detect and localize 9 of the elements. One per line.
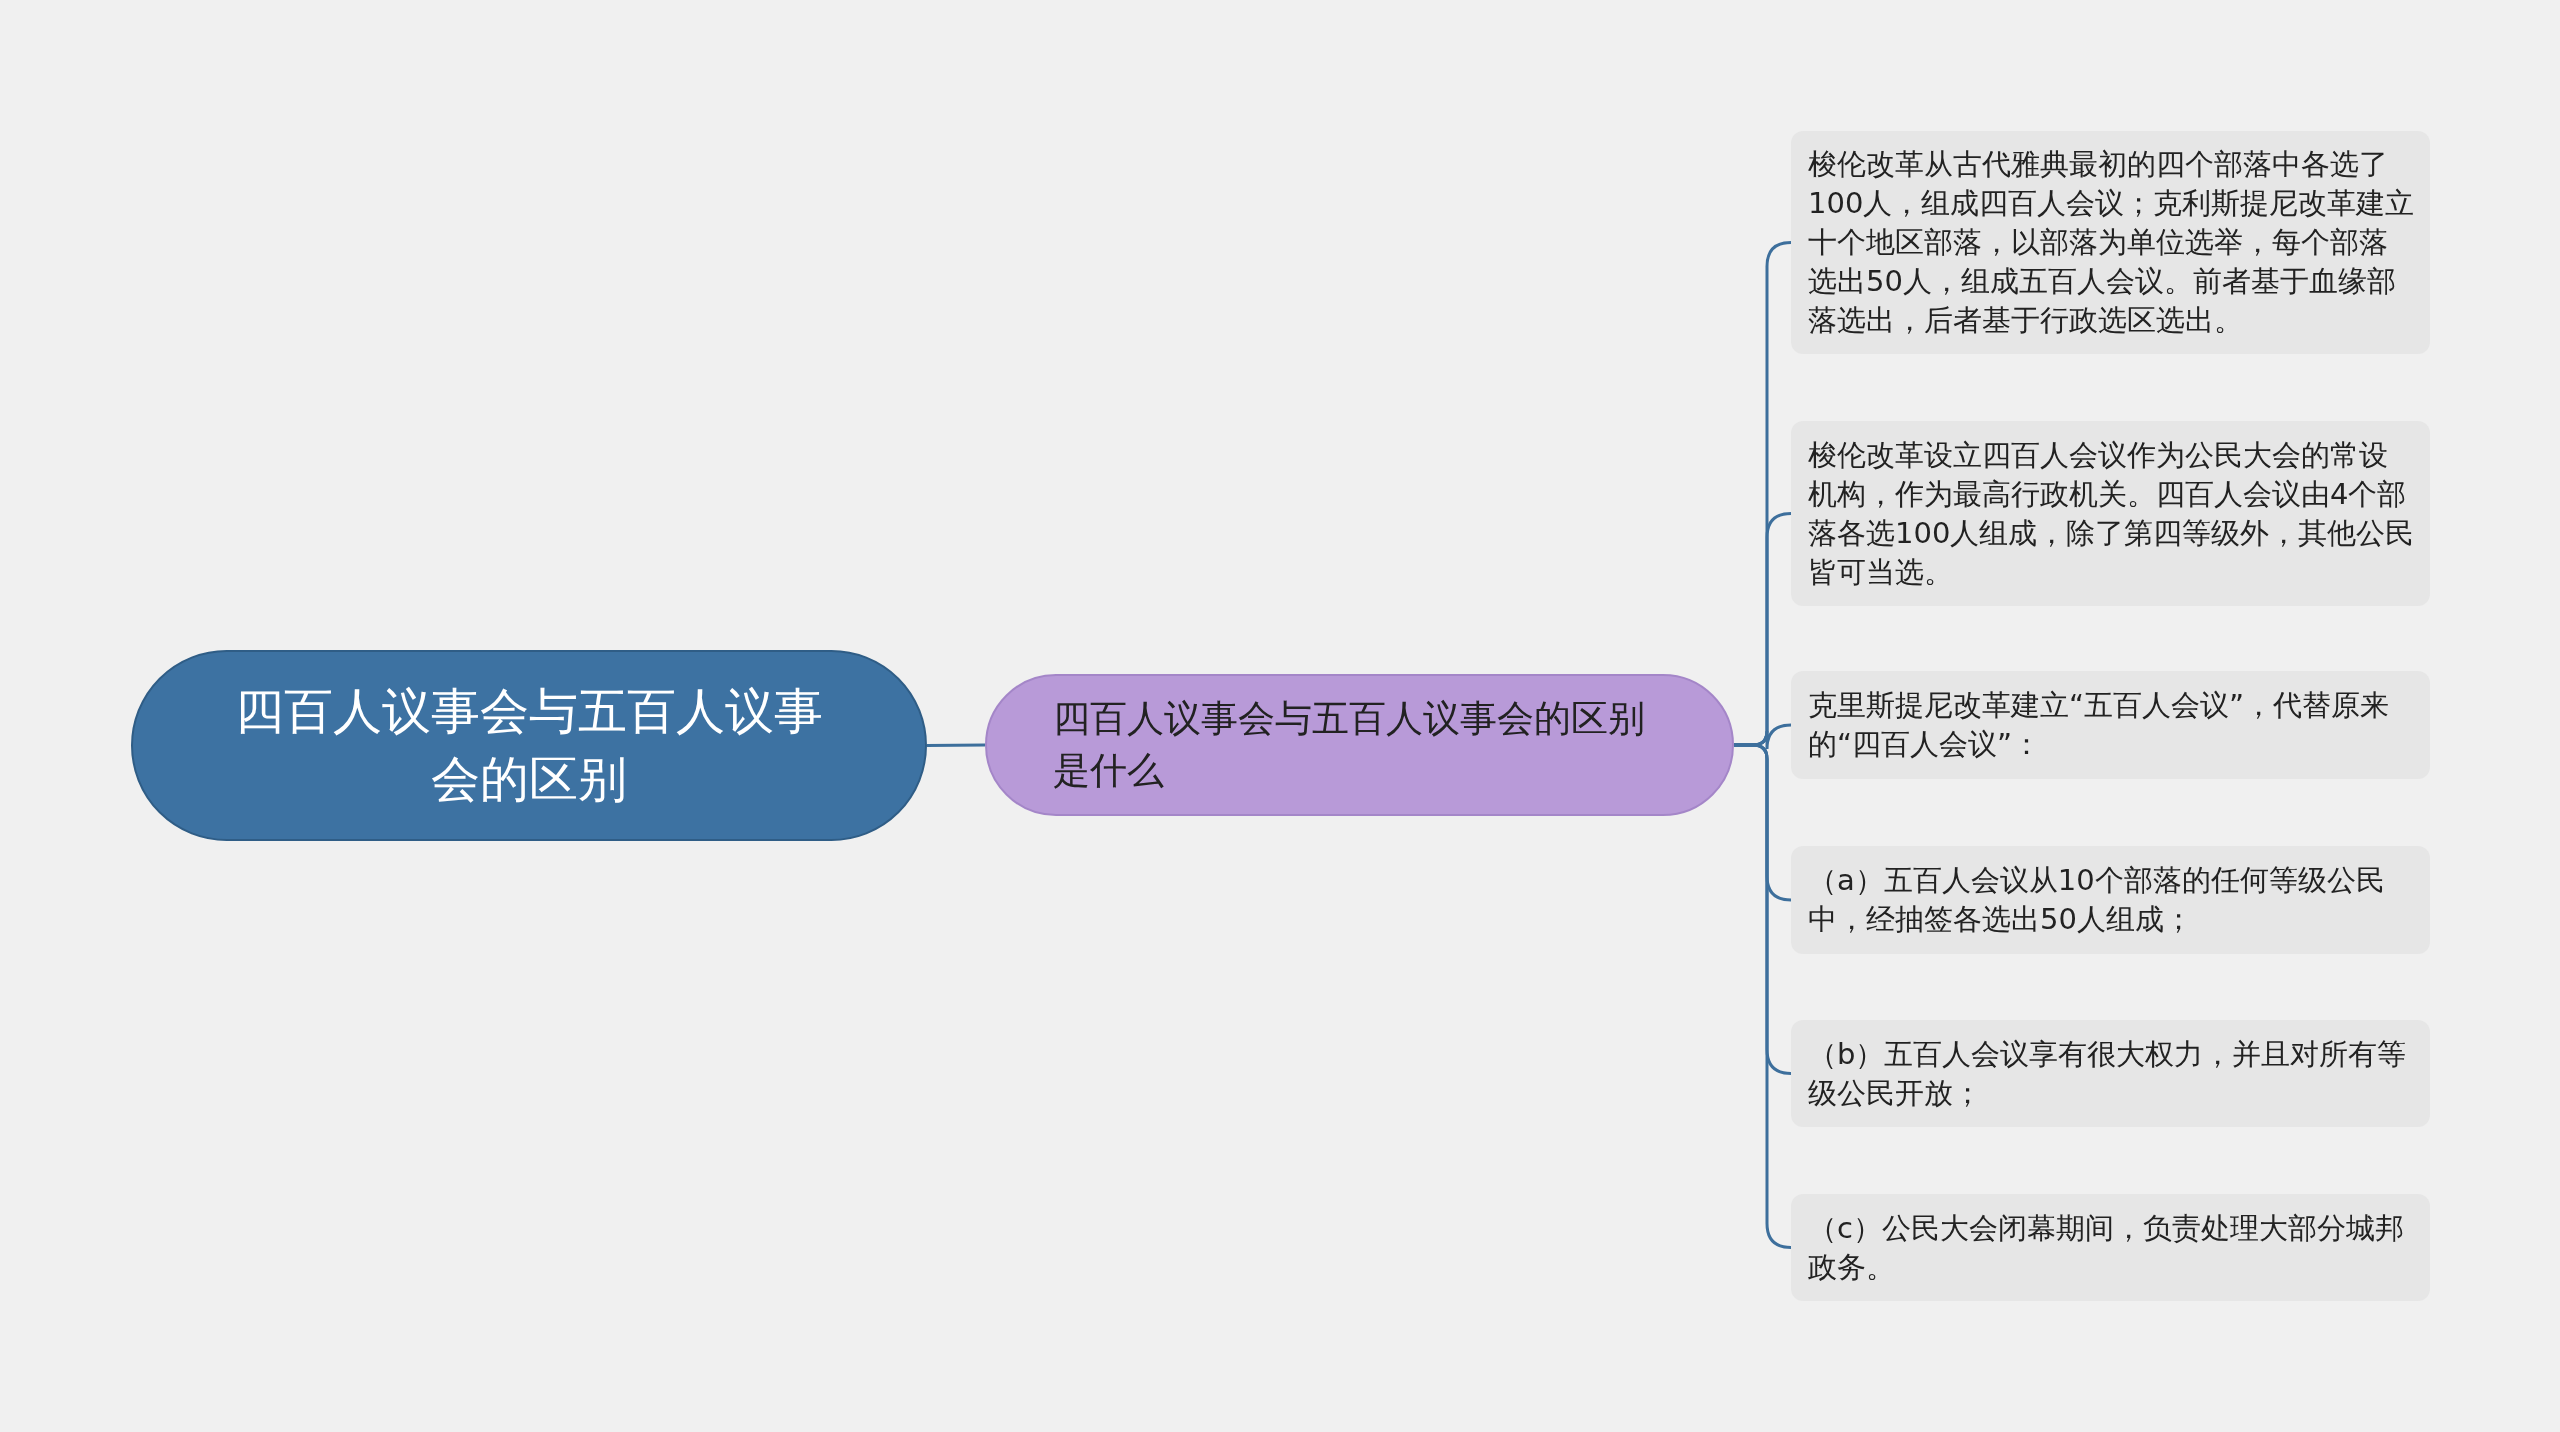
connector-line — [927, 743, 985, 747]
leaf-topic: 梭伦改革设立四百人会议作为公民大会的常设机构，作为最高行政机关。四百人会议由4个部落各选100人组成，除了第四等级外，其他公民皆可当选。 — [1791, 421, 2430, 606]
root-topic: 四百人议事会与五百人议事会的区别 — [131, 650, 927, 841]
leaf-topic: 克里斯提尼改革建立“五百人会议”，代替原来的“四百人会议”： — [1791, 671, 2430, 779]
leaf-topic: （b）五百人会议享有很大权力，并且对所有等级公民开放； — [1791, 1020, 2430, 1127]
leaf-topic: （a）五百人会议从10个部落的任何等级公民中，经抽签各选出50人组成； — [1791, 846, 2430, 954]
subtopic: 四百人议事会与五百人议事会的区别是什么 — [985, 674, 1734, 816]
leaf-topic: （c）公民大会闭幕期间，负责处理大部分城邦政务。 — [1791, 1194, 2430, 1301]
leaf-topic: 梭伦改革从古代雅典最初的四个部落中各选了100人，组成四百人会议；克利斯提尼改革建立十个地区部落，以部落为单位选举，每个部落选出50人，组成五百人会议。前者基于血缘部落选出，后者基于行政选区选出。 — [1791, 131, 2430, 354]
